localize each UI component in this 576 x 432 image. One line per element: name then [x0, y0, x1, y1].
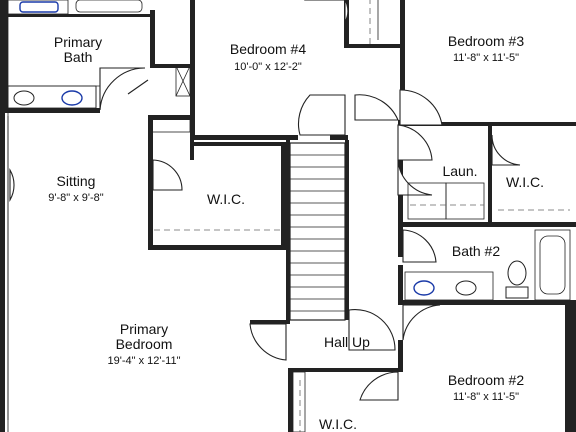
primary-bath-label-1: Primary: [54, 34, 102, 50]
wic-primary-label: W.I.C.: [207, 191, 245, 207]
fixtures: [7, 0, 571, 432]
primary-bath-sink-left: [13, 90, 35, 106]
bedroom3-label: Bedroom #3: [448, 33, 524, 49]
bath2-label: Bath #2: [452, 243, 500, 259]
primary-bath-label-2: Bath: [64, 49, 93, 65]
door-swings: [9, 0, 521, 401]
room-labels: Primary Bath Bedroom #4 10'-0" x 12'-2" …: [48, 33, 544, 432]
sitting-size: 9'-8" x 9'-8": [48, 192, 104, 204]
staircase: [289, 142, 346, 321]
primary-bedroom-size: 19'-4" x 12'-11": [108, 355, 181, 367]
bath2-sink-right: [455, 280, 477, 296]
bedroom2-label: Bedroom #2: [448, 372, 524, 388]
primary-bath-sink-right: [61, 90, 83, 106]
bedroom4-size: 10'-0" x 12'-2": [234, 61, 302, 73]
bath2-sink-left: [413, 280, 435, 296]
wic-bedroom3-label: W.I.C.: [506, 174, 544, 190]
hall-label: Hall Up: [324, 334, 370, 350]
primary-bedroom-label-2: Bedroom: [116, 336, 173, 352]
wic-bedroom2-label: W.I.C.: [319, 416, 357, 432]
bedroom2-size: 11'-8" x 11'-5": [453, 391, 519, 403]
bedroom4-label: Bedroom #4: [230, 41, 306, 57]
bath2-toilet: [507, 260, 527, 286]
primary-bedroom-label-1: Primary: [120, 321, 168, 337]
laundry-label: Laun.: [442, 163, 477, 179]
sitting-label: Sitting: [57, 173, 96, 189]
bedroom3-size: 11'-8" x 11'-5": [453, 52, 519, 64]
